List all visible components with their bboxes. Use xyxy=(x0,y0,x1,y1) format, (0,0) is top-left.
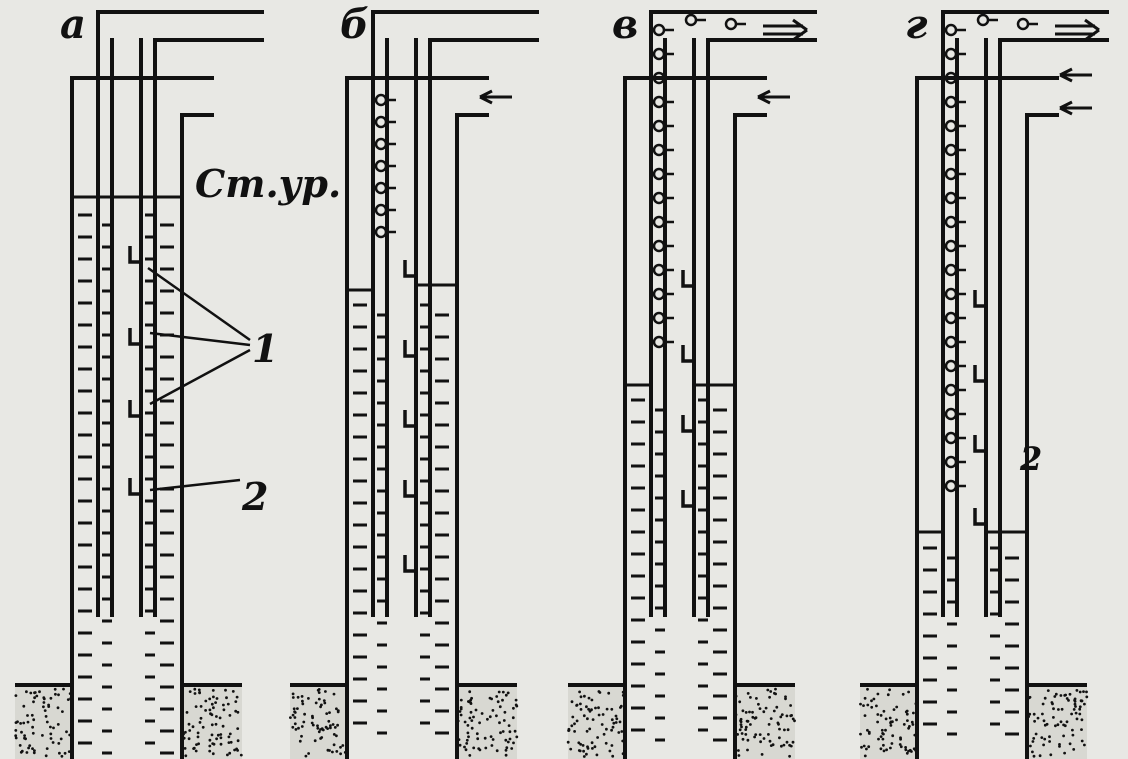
gas-lift-valve xyxy=(973,508,987,526)
gas-lift-valve xyxy=(403,480,417,498)
gas-bubble xyxy=(944,47,966,61)
panel-v xyxy=(566,10,817,759)
gas-bubble xyxy=(652,311,674,325)
gas-bubble xyxy=(944,335,966,349)
gas-bubble xyxy=(374,225,396,239)
gas-bubble xyxy=(944,431,966,445)
gas-bubble xyxy=(652,215,674,229)
gas-bubble xyxy=(944,23,966,37)
gas-lift-valve xyxy=(128,246,142,264)
gas-injection-arrow xyxy=(479,89,512,105)
gas-lift-valve xyxy=(681,345,695,363)
gas-bubble xyxy=(652,263,674,277)
leader-line xyxy=(149,348,251,406)
ground-formation xyxy=(566,683,625,759)
gas-bubble xyxy=(944,191,966,205)
gas-lift-valve xyxy=(403,410,417,428)
gas-bubble xyxy=(652,287,674,301)
panel-a xyxy=(14,10,264,759)
gas-bubble xyxy=(374,93,396,107)
gas-bubble xyxy=(652,191,674,205)
gas-lift-valve xyxy=(973,365,987,383)
gas-bubble xyxy=(944,119,966,133)
callout-2-label: 2 xyxy=(241,474,268,519)
leader-line xyxy=(149,478,241,492)
gas-bubble xyxy=(374,137,396,151)
ground-formation xyxy=(289,683,349,759)
static-level-label: Ст.ур. xyxy=(195,161,341,206)
gas-bubble xyxy=(652,71,674,85)
ground-formation xyxy=(14,683,74,759)
ground-formation xyxy=(182,683,243,759)
outflow-arrow xyxy=(1055,18,1100,42)
gas-bubble xyxy=(652,143,674,157)
callout-2-label-g: 2 xyxy=(1019,440,1042,478)
panel-b xyxy=(289,10,539,759)
leader-line xyxy=(147,266,251,342)
gas-bubble xyxy=(652,23,674,37)
gas-bubble xyxy=(652,335,674,349)
gas-bubble xyxy=(944,359,966,373)
gas-bubble xyxy=(684,13,706,27)
gas-bubble xyxy=(374,159,396,173)
panel-label-v: в xyxy=(612,1,638,48)
gas-lift-valve xyxy=(128,400,142,418)
gas-bubble xyxy=(944,263,966,277)
panel-label-g: г xyxy=(905,1,928,48)
gas-injection-arrow xyxy=(1059,100,1092,116)
gas-lift-valve xyxy=(681,270,695,288)
gas-bubble xyxy=(976,13,998,27)
gas-bubble xyxy=(944,479,966,493)
gas-bubble xyxy=(944,407,966,421)
leader-line xyxy=(149,331,251,347)
gas-lift-valve xyxy=(973,435,987,453)
gas-bubble xyxy=(374,181,396,195)
gas-lift-valve xyxy=(681,490,695,508)
gas-bubble xyxy=(652,47,674,61)
gas-bubble xyxy=(944,383,966,397)
gas-bubble xyxy=(652,167,674,181)
ground-formation xyxy=(456,683,519,759)
gas-bubble xyxy=(1016,17,1038,31)
gas-lift-valve xyxy=(403,260,417,278)
gas-bubble xyxy=(944,215,966,229)
gas-bubble xyxy=(374,115,396,129)
panel-g xyxy=(859,10,1109,759)
gas-lift-valve xyxy=(128,478,142,496)
gas-injection-arrow xyxy=(757,89,790,105)
gas-bubble xyxy=(652,95,674,109)
panel-label-b: б xyxy=(340,1,369,48)
gas-lift-valve xyxy=(128,328,142,346)
gas-bubble xyxy=(944,455,966,469)
gas-bubble xyxy=(652,119,674,133)
ground-formation xyxy=(734,683,796,759)
gas-bubble xyxy=(944,95,966,109)
gas-bubble xyxy=(944,167,966,181)
gas-bubble xyxy=(944,287,966,301)
gas-bubble xyxy=(374,203,396,217)
gas-bubble xyxy=(944,143,966,157)
gas-lift-valve xyxy=(681,415,695,433)
gas-injection-arrow xyxy=(1059,67,1092,83)
gas-bubble xyxy=(724,17,746,31)
gas-bubble xyxy=(652,239,674,253)
gas-lift-valve xyxy=(403,555,417,573)
ground-formation xyxy=(1027,683,1089,759)
gas-bubble xyxy=(944,311,966,325)
panel-label-a: а xyxy=(60,1,86,48)
ground-formation xyxy=(859,683,919,759)
gas-lift-valve xyxy=(973,290,987,308)
callout-1-label: 1 xyxy=(252,326,278,371)
gas-bubble xyxy=(944,239,966,253)
outflow-arrow xyxy=(763,18,808,42)
gas-bubble xyxy=(944,71,966,85)
gas-lift-valve xyxy=(403,340,417,358)
